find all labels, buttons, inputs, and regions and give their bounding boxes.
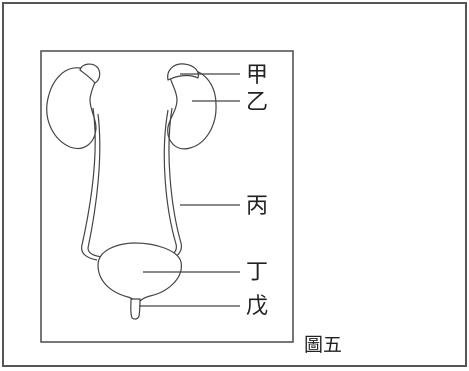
left-ureter-wall bbox=[87, 113, 104, 258]
left-kidney bbox=[46, 67, 97, 149]
label-bing: 丙 bbox=[246, 194, 268, 219]
label-ding: 丁 bbox=[246, 260, 268, 285]
urethra bbox=[130, 298, 141, 320]
left-ureter bbox=[81, 107, 98, 261]
outer-frame bbox=[2, 2, 467, 367]
diagram-box bbox=[40, 50, 294, 343]
right-adrenal-gland bbox=[167, 63, 199, 81]
label-yi: 乙 bbox=[246, 90, 268, 115]
leader-lines bbox=[139, 73, 240, 307]
urinary-organs bbox=[46, 63, 217, 320]
label-wu: 戊 bbox=[246, 294, 268, 319]
bladder bbox=[97, 242, 182, 304]
figure-caption: 圖五 bbox=[304, 334, 342, 356]
right-kidney bbox=[167, 69, 217, 150]
label-jia: 甲 bbox=[246, 63, 268, 88]
left-adrenal-gland bbox=[79, 63, 101, 84]
